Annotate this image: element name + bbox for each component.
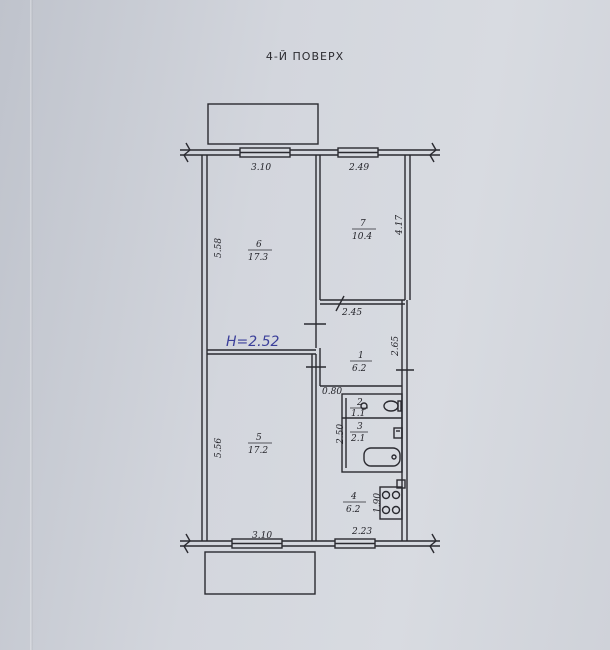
room-6-area: 17.3 bbox=[248, 253, 268, 263]
dim-top-right: 2.49 bbox=[348, 163, 369, 173]
paper-fold bbox=[30, 0, 33, 650]
room-6-number: 6 bbox=[256, 240, 262, 250]
dim-bottom-right: 2.23 bbox=[351, 527, 372, 537]
room-4-number: 4 bbox=[350, 492, 357, 502]
dim-hall-width: 2.45 bbox=[341, 308, 362, 318]
room-7-number: 7 bbox=[360, 219, 366, 229]
dim-room6-height: 5.58 bbox=[214, 238, 224, 258]
room-2-area: 1.1 bbox=[351, 409, 365, 419]
room-3-area: 2.1 bbox=[350, 434, 365, 444]
room-5-area: 17.2 bbox=[248, 446, 268, 456]
dim-room5-height: 5.56 bbox=[214, 438, 224, 458]
dim-hall-height: 2.65 bbox=[391, 336, 401, 357]
room-5-number: 5 bbox=[256, 433, 262, 443]
floor-label: 4-Й ПОВЕРХ bbox=[265, 50, 345, 63]
ceiling-height-note: Н=2.52 bbox=[226, 334, 280, 350]
dim-room4-height: 1.90 bbox=[373, 493, 383, 513]
room-7-area: 10.4 bbox=[352, 232, 372, 242]
room-2-number: 2 bbox=[356, 398, 363, 408]
balcony-top bbox=[207, 103, 319, 145]
room-3-number: 3 bbox=[357, 422, 363, 432]
dim-corridor-width: 0.80 bbox=[322, 387, 342, 397]
dim-bottom-left: 3.10 bbox=[252, 531, 272, 541]
room-4-area: 6.2 bbox=[346, 505, 361, 515]
dim-room7-height: 4.17 bbox=[395, 215, 405, 236]
dim-bath-block-height: 2.50 bbox=[336, 424, 346, 445]
balcony-bottom bbox=[204, 551, 316, 595]
room-1-area: 6.2 bbox=[352, 364, 367, 374]
room-1-number: 1 bbox=[358, 351, 364, 361]
dim-top-left: 3.10 bbox=[251, 163, 271, 173]
